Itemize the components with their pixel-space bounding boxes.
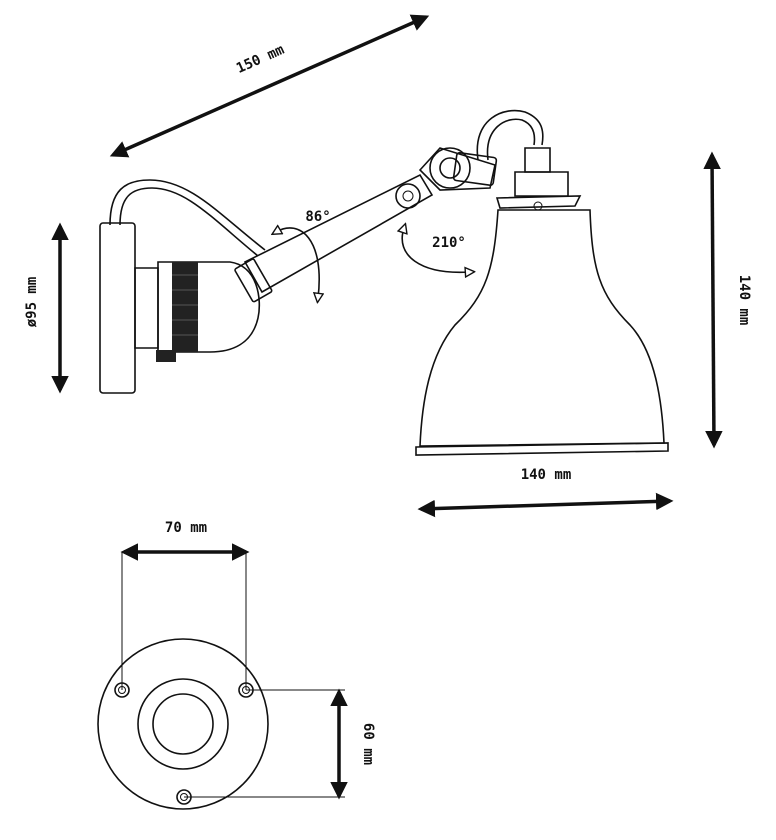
- arm-length-label: 150 mm: [234, 42, 287, 77]
- shade-joint-angle-label: 210°: [432, 235, 466, 251]
- base-diameter-label: ø95 mm: [24, 277, 40, 328]
- shade-joint-rotation: 210°: [402, 228, 470, 272]
- mount-hole-left: [114, 682, 130, 698]
- shade-width-label: 140 mm: [521, 467, 572, 483]
- mount-hole-horizontal-label: 70 mm: [165, 520, 207, 536]
- set-screw: [156, 350, 176, 362]
- arm-joint-rotation: 86°: [276, 209, 331, 298]
- shade-knuckle: [418, 147, 498, 191]
- socket-body: [134, 261, 261, 362]
- arm-joint-angle-label: 86°: [305, 209, 330, 225]
- mount-hole-vertical-label: 60 mm: [360, 723, 376, 765]
- shade-height-label: 140 mm: [736, 275, 752, 326]
- lamp-shade: [415, 147, 669, 456]
- socket-ring: [172, 262, 198, 352]
- mount-hole-horizontal-dimension: 70 mm: [120, 520, 250, 690]
- shade-width-dimension: 140 mm: [417, 467, 674, 518]
- arm-length-dimension: 150 mm: [109, 14, 430, 158]
- wall-plate-front-view: [97, 638, 269, 810]
- base-diameter-dimension: ø95 mm: [24, 222, 69, 394]
- shade-height-dimension: 140 mm: [703, 151, 752, 449]
- mount-hole-vertical-dimension: 60 mm: [184, 688, 376, 800]
- wall-plate-side-view: [99, 222, 136, 394]
- cable-left: [109, 179, 266, 251]
- cable-right: [476, 109, 544, 161]
- lamp-arm: [234, 173, 434, 303]
